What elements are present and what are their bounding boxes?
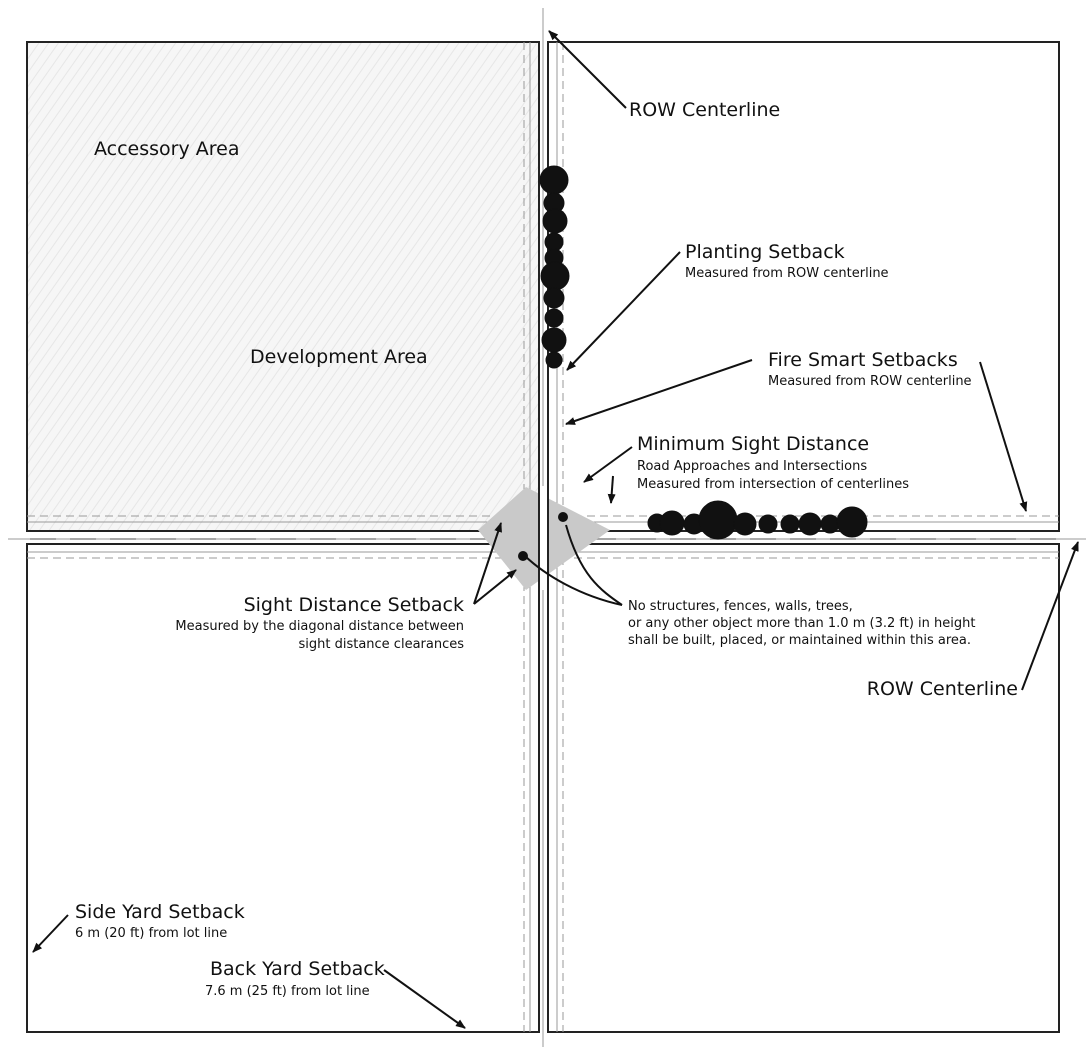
no-structures-line2: or any other object more than 1.0 m (3.2… xyxy=(628,616,976,631)
planting-setback-note: Measured from ROW centerline xyxy=(685,266,889,281)
no-structures-line1: No structures, fences, walls, trees, xyxy=(628,599,853,614)
sight-distance-setback-line1: Measured by the diagonal distance betwee… xyxy=(175,619,464,634)
fire-smart-setbacks-title: Fire Smart Setbacks xyxy=(768,349,958,371)
no-structures-line3: shall be built, placed, or maintained wi… xyxy=(628,633,972,648)
planting-setback-title: Planting Setback xyxy=(685,241,845,263)
row-centerline-top-label: ROW Centerline xyxy=(629,99,781,121)
lot-bottom-right xyxy=(547,543,1060,1033)
fire-smart-setbacks-note: Measured from ROW centerline xyxy=(768,374,972,389)
tree-row-horizontal xyxy=(647,500,868,540)
minimum-sight-distance-line1: Road Approaches and Intersections xyxy=(637,459,868,474)
sight-distance-setback-line2: sight distance clearances xyxy=(298,637,464,652)
back-yard-setback-note: 7.6 m (25 ft) from lot line xyxy=(205,984,370,999)
lot-top-right xyxy=(547,41,1060,532)
sight-distance-setback-title: Sight Distance Setback xyxy=(243,594,464,616)
development-area-label: Development Area xyxy=(250,346,428,368)
side-yard-setback-note: 6 m (20 ft) from lot line xyxy=(75,926,228,941)
lot-top-left xyxy=(26,41,540,532)
minimum-sight-distance-title: Minimum Sight Distance xyxy=(637,433,870,455)
minimum-sight-distance-line2: Measured from intersection of centerline… xyxy=(637,477,909,492)
side-yard-setback-title: Side Yard Setback xyxy=(75,901,245,923)
back-yard-setback-title: Back Yard Setback xyxy=(210,958,385,980)
sight-point-lower xyxy=(518,551,528,561)
lot-bottom-left xyxy=(26,543,540,1033)
sight-point-upper xyxy=(558,512,568,522)
leader-lines xyxy=(32,30,1079,1029)
row-centerline-right-label: ROW Centerline xyxy=(866,678,1018,700)
accessory-area-label: Accessory Area xyxy=(94,138,240,160)
tree-row-vertical xyxy=(539,165,570,369)
